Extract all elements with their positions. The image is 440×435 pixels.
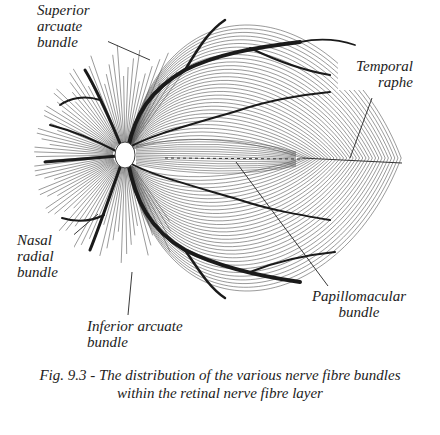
nerve-fibre bbox=[131, 88, 347, 158]
nerve-fibre bbox=[131, 139, 302, 158]
bundle-label: Superior arcuate bundle bbox=[36, 2, 108, 50]
nerve-fibre bbox=[131, 99, 337, 158]
nerve-fibre bbox=[302, 158, 402, 163]
bundle-label: Nasal radial bundle bbox=[16, 232, 74, 280]
nerve-fibre bbox=[18, 146, 113, 154]
nerve-fibre bbox=[104, 167, 122, 225]
nerve-fibre bbox=[136, 147, 296, 155]
bundle-label: Papillomacular bundle bbox=[302, 288, 416, 320]
nerve-fibre bbox=[131, 158, 337, 217]
nerve-fibre bbox=[131, 106, 331, 158]
nerve-fibre bbox=[131, 158, 376, 261]
nerve-fibre bbox=[131, 158, 356, 239]
nerve-fibre bbox=[121, 167, 124, 263]
nerve-fibre bbox=[113, 167, 123, 240]
nerve-fibre bbox=[57, 130, 113, 151]
nerve-fibre bbox=[131, 158, 360, 243]
nerve-fibre bbox=[131, 72, 177, 145]
retinal-vessels bbox=[45, 20, 355, 298]
figure-caption: Fig. 9.3 - The distribution of the vario… bbox=[22, 366, 418, 402]
nerve-fibre bbox=[131, 158, 331, 210]
nerve-fibre bbox=[136, 156, 296, 160]
nerve-fibre bbox=[131, 136, 305, 158]
nerve-fibre bbox=[131, 158, 318, 195]
nerve-fibre bbox=[136, 155, 296, 159]
optic-disc bbox=[115, 142, 135, 168]
nerve-fibre bbox=[136, 149, 296, 156]
nerve-fibre bbox=[131, 158, 398, 287]
nerve-fibre bbox=[131, 32, 395, 158]
nerve-fibre bbox=[136, 165, 296, 174]
nerve-fibre bbox=[27, 152, 113, 155]
nerve-fibre bbox=[131, 158, 350, 232]
nerve-fibre bbox=[53, 93, 116, 147]
nerve-fibre bbox=[131, 158, 388, 276]
nerve-fibre bbox=[117, 45, 124, 143]
horizontal-meridian bbox=[165, 158, 300, 159]
nerve-fibre bbox=[131, 117, 321, 158]
nerve-fibre bbox=[130, 166, 170, 252]
nerve-fibre bbox=[136, 151, 296, 157]
nerve-fibre bbox=[131, 158, 321, 199]
nerve-fibre bbox=[131, 158, 372, 258]
nerve-fibre bbox=[118, 167, 124, 232]
nerve-fibre bbox=[131, 158, 305, 180]
leader-lines bbox=[70, 38, 372, 315]
nerve-fibre bbox=[34, 162, 115, 217]
bundle-label: Inferior arcuate bundle bbox=[86, 318, 200, 350]
nerve-fibre bbox=[131, 121, 318, 158]
nerve-fibre bbox=[57, 161, 114, 196]
nerve-fibre bbox=[136, 161, 296, 167]
nerve-fibre bbox=[34, 132, 114, 152]
nerve-fibre bbox=[131, 62, 369, 158]
nerve-fibre bbox=[131, 77, 356, 158]
nerve-fibre bbox=[88, 86, 119, 144]
nerve-fibre bbox=[131, 158, 401, 291]
nerve-fibre bbox=[125, 67, 128, 143]
nerve-fibre bbox=[131, 158, 395, 284]
nerve-fibre bbox=[131, 66, 366, 158]
nerve-fibre bbox=[131, 36, 392, 158]
nerve-fibre bbox=[131, 158, 392, 280]
nerve-fibre bbox=[131, 58, 372, 158]
nerve-fibre bbox=[131, 158, 308, 184]
nerve-fibre bbox=[131, 84, 350, 158]
nerve-fibre bbox=[136, 162, 296, 169]
raphe-label: Temporal raphe bbox=[338, 58, 414, 90]
